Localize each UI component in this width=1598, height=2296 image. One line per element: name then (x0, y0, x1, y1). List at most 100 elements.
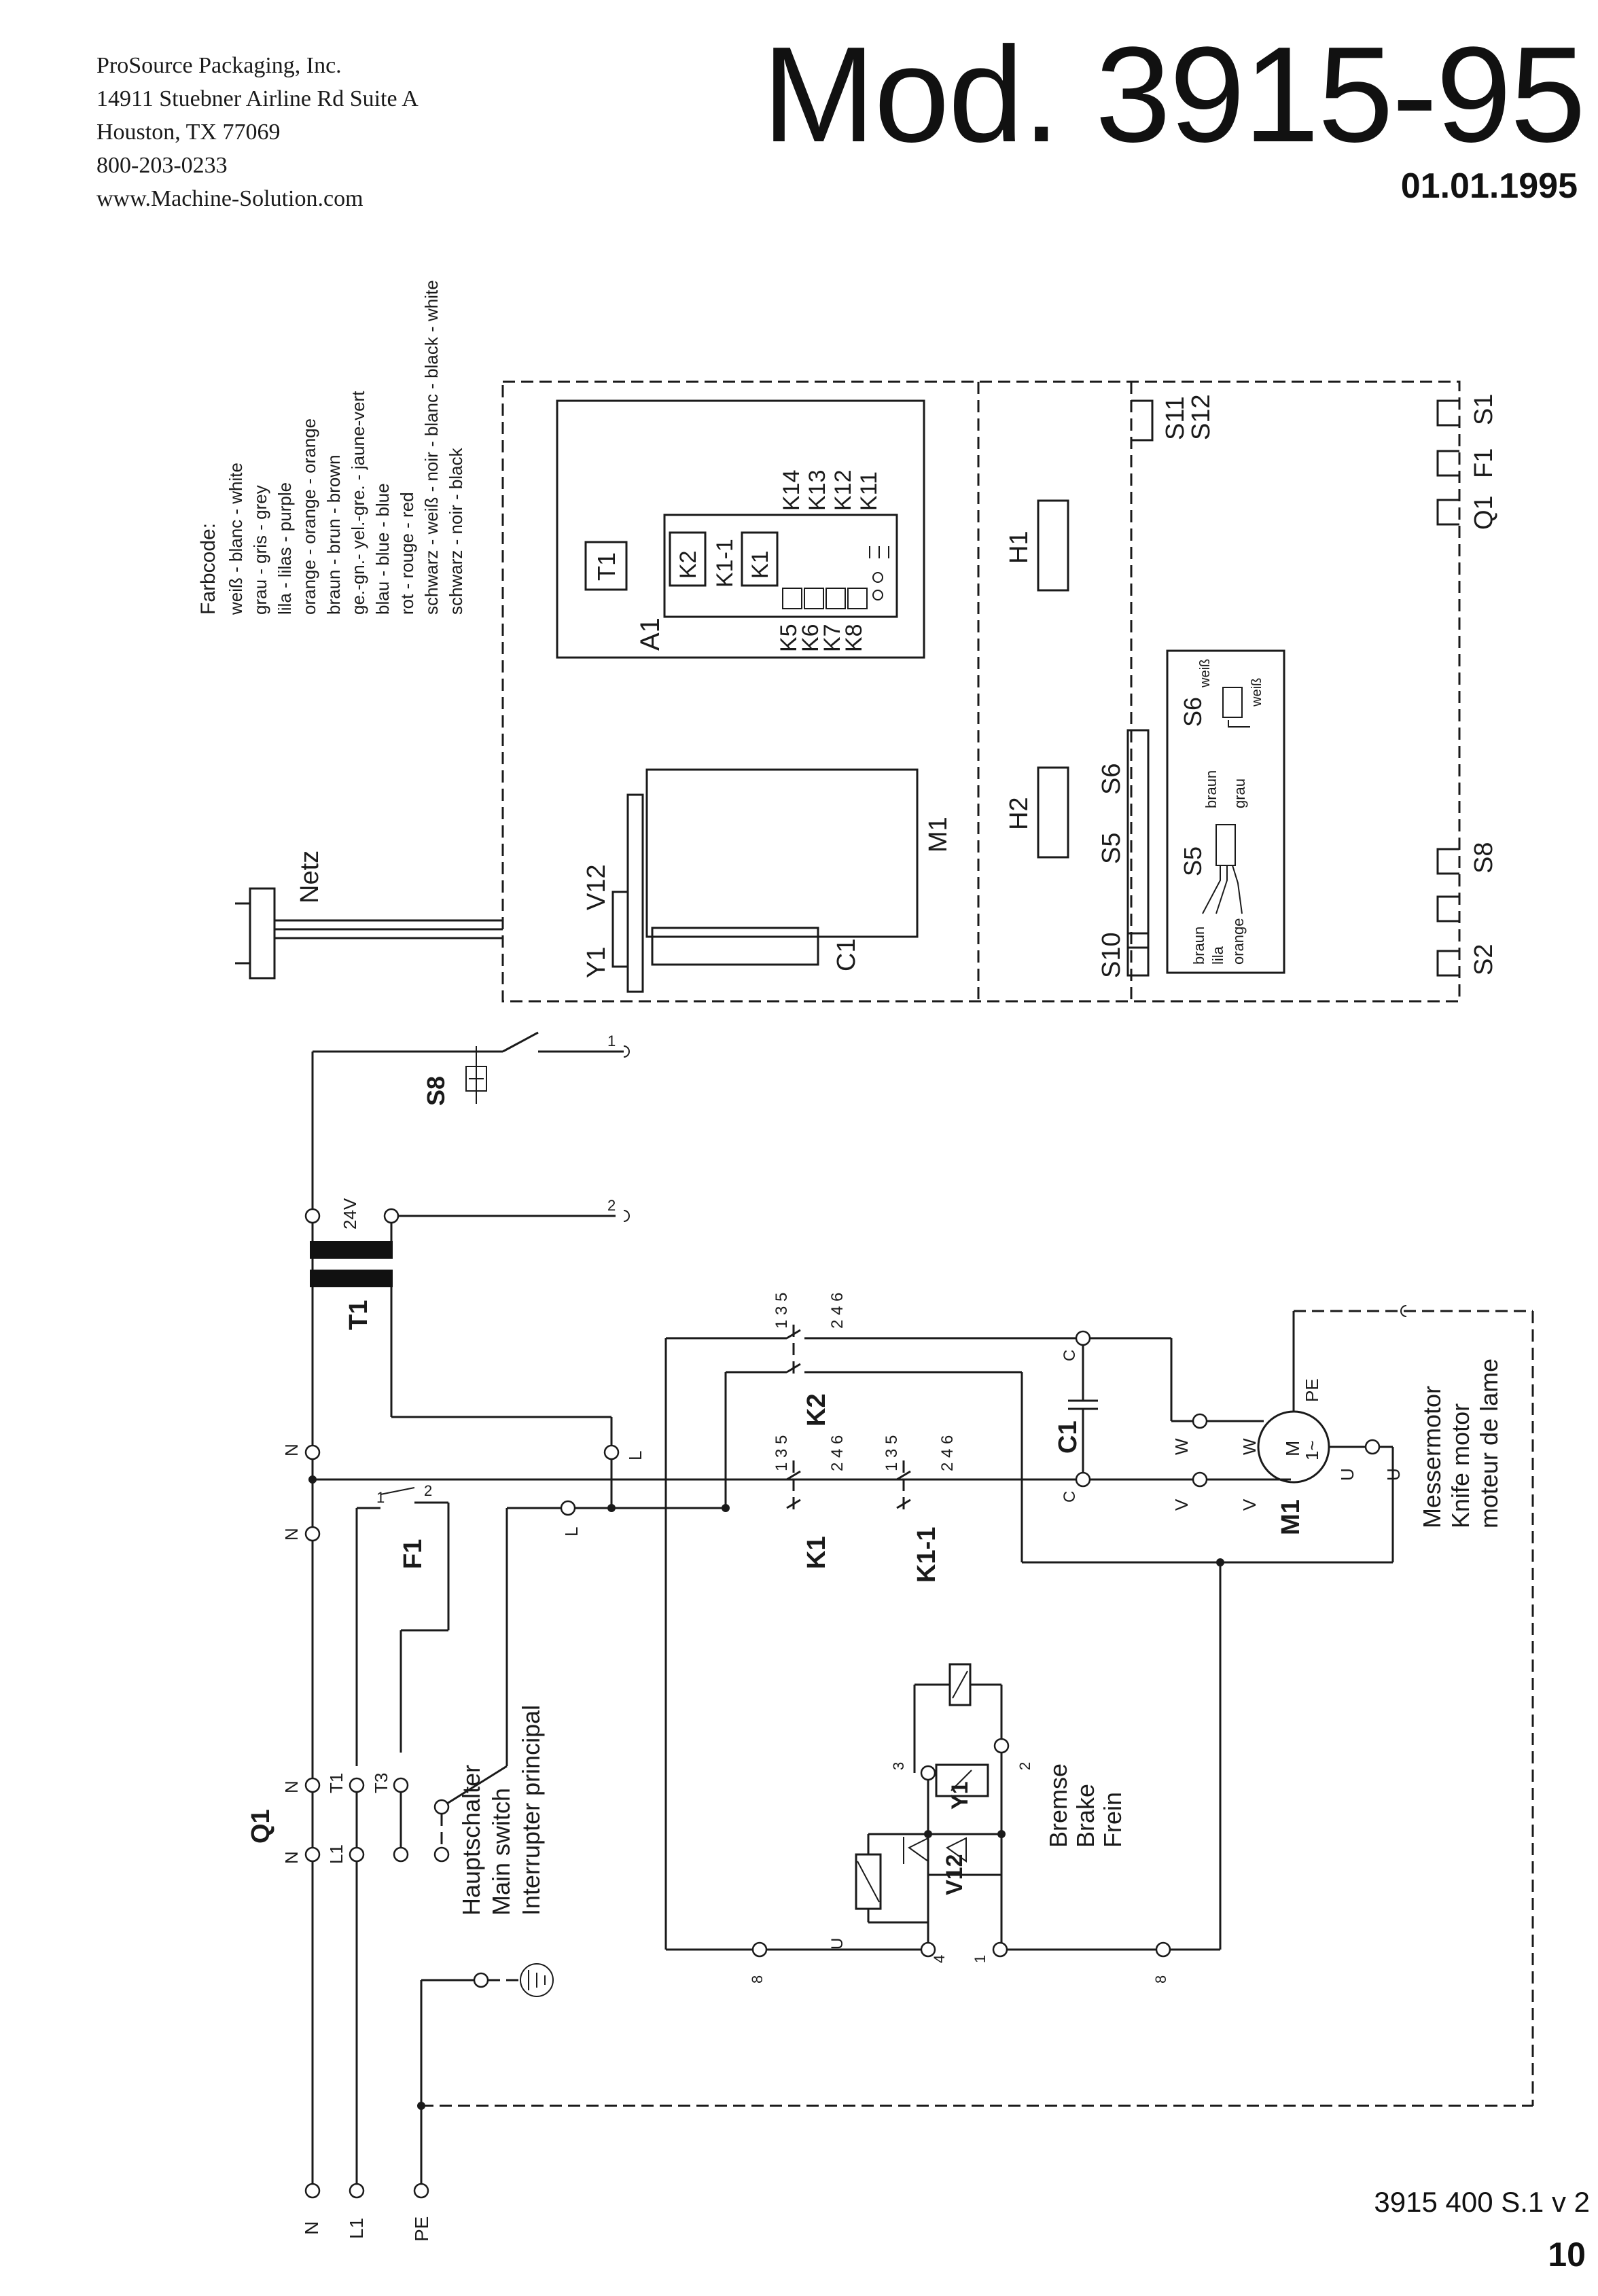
f1-layout-label: F1 (1470, 448, 1498, 478)
v12-block (626, 793, 644, 993)
s5-s6-bar (1126, 729, 1150, 949)
color-code-entry: schwarz - noir - black (446, 447, 466, 615)
feeder-pe-label: PE (411, 2217, 432, 2242)
company-website: www.Machine-Solution.com (96, 186, 363, 211)
f1-terminal-label: 1 (376, 1489, 385, 1506)
s11-label: S11 (1161, 396, 1190, 440)
s8-block (1436, 848, 1459, 875)
s6-weiss-label: weiß (1249, 678, 1264, 707)
feeder-l1-label: L1 (346, 2218, 367, 2239)
h1-lamp (1037, 499, 1069, 592)
feeder-n-label: N (301, 2221, 322, 2235)
color-code-entry: ge.-gn.- yel.-gre. - jaune-vert (348, 391, 368, 615)
company-city: Houston, TX 77069 (96, 120, 281, 145)
s5-braun-label: braun (1203, 770, 1220, 808)
brake-term-1: 1 (972, 1955, 989, 1963)
k12-label: K12 (830, 470, 856, 512)
brake-de: Bremse (1044, 1763, 1072, 1848)
s10-layout-label: S10 (1097, 932, 1126, 978)
terminal (304, 1208, 321, 1224)
y1-label: Y1 (947, 1781, 973, 1810)
h2-lamp (1037, 766, 1069, 859)
k7-label: K7 (819, 624, 845, 652)
k5-label: K5 (776, 624, 802, 652)
s2-block-b (1436, 950, 1459, 977)
varistor-u-label: U (828, 1938, 847, 1950)
k2-contactor: 1 3 5 2 4 6 K2 (773, 1293, 1083, 1427)
motor-v-label: V (1171, 1499, 1192, 1511)
k1-1-contacts-top: 1 3 5 (883, 1435, 901, 1471)
brake-term-8: 8 (749, 1975, 766, 1984)
enclosure-outline (501, 380, 1461, 1003)
s8-label: S8 (422, 1076, 450, 1106)
company-phone: 800-203-0233 (96, 153, 228, 178)
company-block: ProSource Packaging, Inc. 14911 Stuebner… (96, 49, 419, 215)
netz-plug: Netz (235, 850, 503, 980)
k1-1-label: K1-1 (912, 1527, 941, 1583)
f1-breaker: 1 2 F1 (355, 1482, 450, 1766)
s5-braun-low-label: braun (1190, 927, 1207, 965)
k1-contacts-bottom: 2 4 6 (828, 1435, 847, 1471)
c1-pin-label: C (1061, 1491, 1079, 1503)
s11-s12-block (1131, 399, 1154, 442)
s5-layout-label: S5 (1097, 833, 1126, 864)
l-label: L (625, 1451, 645, 1460)
brake-fr: Frein (1099, 1792, 1126, 1848)
color-code-entry: braun - brun - brown (323, 454, 344, 615)
motor-symbol: M (1282, 1441, 1303, 1456)
s5-orange-label: orange (1230, 918, 1247, 965)
n-label: N (281, 1528, 302, 1541)
color-code-entry: rot - rouge - red (397, 492, 417, 615)
color-code-legend: Farbcode: weiß - blanc - white grau - gr… (197, 280, 466, 615)
n-label: N (281, 1443, 302, 1456)
f1-block (1436, 450, 1459, 477)
company-address: 14911 Stuebner Airline Rd Suite A (96, 86, 419, 111)
doc-number: 3915 400 S.1 v 2 (1374, 2186, 1590, 2218)
color-code-entry: lila - lilas - purple (274, 482, 295, 615)
s10-block (1126, 932, 1150, 977)
a1-label: A1 (635, 617, 665, 651)
knife-motor-en: Knife motor (1446, 1403, 1474, 1528)
k2-relay-label: K2 (675, 550, 701, 579)
k1-label: K1 (802, 1536, 831, 1569)
color-code-entry: orange - orange - orange (299, 418, 319, 615)
s12-label: S12 (1187, 394, 1215, 440)
s5-detail-label: S5 (1179, 846, 1207, 876)
brake-term-8: 8 (1152, 1975, 1169, 1984)
color-code-title: Farbcode: (197, 523, 219, 615)
k1-contactor: 1 3 5 2 4 6 K1 (773, 1435, 847, 1569)
m1-layout-label: M1 (924, 817, 953, 853)
k1-1-relay-label: K1-1 (712, 539, 738, 588)
s6-weiss-label: weiß (1198, 659, 1213, 688)
s2-block-a (1436, 895, 1459, 922)
k14-label: K14 (779, 470, 804, 512)
motor-pe-label: PE (1302, 1378, 1322, 1402)
k1-1-contactor: 1 3 5 2 4 6 K1-1 (883, 1435, 957, 1583)
s1-block (1436, 399, 1459, 427)
netz-label: Netz (296, 850, 324, 903)
led-indicators (869, 546, 889, 600)
c1-layout-label: C1 (832, 938, 861, 971)
k8-label: K8 (841, 624, 867, 652)
model-date: 01.01.1995 (1400, 166, 1578, 206)
k13-label: K13 (804, 470, 830, 512)
k11-label: K11 (856, 471, 882, 511)
model-title: Mod. 3915-95 (762, 19, 1586, 171)
q1-block (1436, 499, 1459, 526)
s8-contact (502, 1031, 539, 1053)
layout-panel: Netz A1 T1 K2 K1-1 K1 K5 K6 K7 K8 K14 K1… (235, 380, 1498, 1003)
motor-u-label: U (1337, 1468, 1357, 1481)
m1-block (645, 768, 919, 938)
company-name: ProSource Packaging, Inc. (96, 53, 342, 78)
s6-layout-label: S6 (1097, 764, 1126, 795)
motor-phase: 1~ (1302, 1440, 1322, 1460)
page-number: 10 (1548, 2236, 1586, 2274)
h2-label: H2 (1005, 797, 1033, 830)
knife-motor-de: Messermotor (1418, 1386, 1446, 1528)
v12-rectifier: V12 U (828, 1830, 1006, 1950)
t1-terminal-label: 2 (607, 1197, 616, 1214)
schematic: 1 S8 2 24V T1 N L N (247, 1031, 1534, 2242)
s2-label: S2 (1470, 944, 1498, 975)
voltage-label: 24V (340, 1198, 360, 1230)
